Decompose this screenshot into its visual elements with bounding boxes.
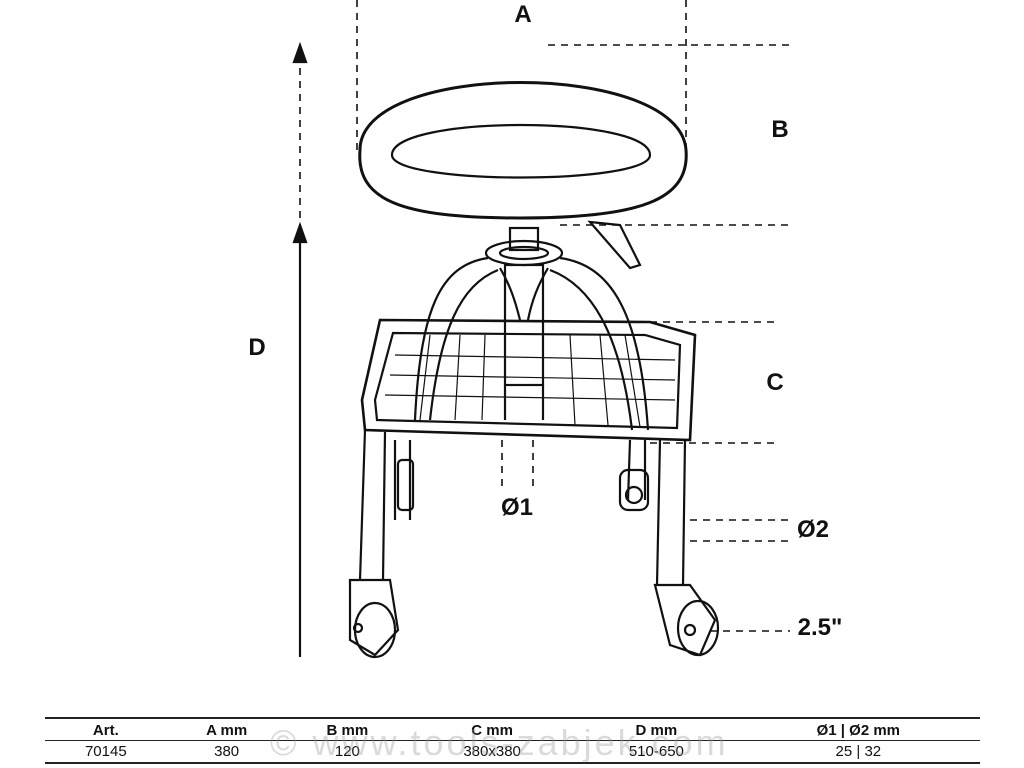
column bbox=[484, 226, 564, 420]
frame bbox=[360, 256, 697, 442]
header-diameters: Ø1 | Ø2 mm bbox=[736, 718, 980, 741]
casters bbox=[348, 458, 720, 659]
cell-art: 70145 bbox=[84, 743, 127, 760]
cell-diameters: 25 | 32 bbox=[835, 743, 882, 760]
cell-c: 380x380 bbox=[463, 743, 521, 760]
dimension-b-label: B bbox=[771, 116, 789, 143]
header-b: B mm bbox=[286, 718, 409, 741]
dimension-lines bbox=[299, 0, 790, 632]
d-arrow bbox=[292, 41, 308, 657]
diameter-2-label: Ø2 bbox=[796, 516, 830, 543]
header-c: C mm bbox=[408, 718, 577, 741]
dimension-a-label: A bbox=[514, 1, 532, 28]
table-header-row: Art. A mm B mm C mm D mm Ø1 | Ø2 mm bbox=[45, 718, 980, 741]
cell-a: 380 bbox=[214, 743, 240, 760]
dimension-c-label: C bbox=[766, 369, 784, 396]
spec-table: Art. A mm B mm C mm D mm Ø1 | Ø2 mm 7014… bbox=[45, 717, 980, 764]
wheel-size-label: 2.5" bbox=[797, 614, 843, 641]
watermark: © www.tools-zabjek.com bbox=[270, 722, 729, 763]
cell-d: 510-650 bbox=[628, 743, 684, 760]
header-a: A mm bbox=[166, 718, 287, 741]
header-art: Art. bbox=[45, 718, 167, 741]
header-d: D mm bbox=[576, 718, 737, 741]
diameter-1-label: Ø1 bbox=[500, 494, 534, 521]
dimension-d-label: D bbox=[248, 334, 266, 361]
cell-b: 120 bbox=[334, 743, 360, 760]
seat bbox=[358, 81, 688, 270]
table-row: 70145 380 120 380x380 510-650 25 | 32 bbox=[45, 741, 980, 764]
